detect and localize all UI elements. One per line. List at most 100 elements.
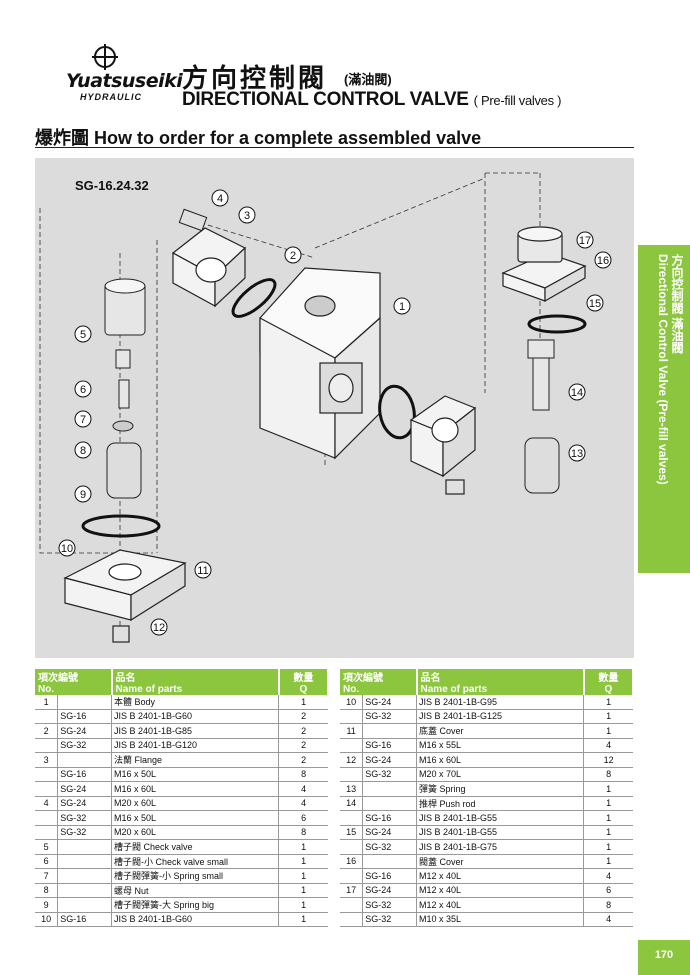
cell-q: 4	[278, 781, 328, 797]
cell-q: 1	[583, 854, 633, 869]
cell-name: M16 x 60L	[416, 752, 584, 768]
title-chinese-sub: (滿油閥)	[344, 72, 392, 87]
callout-13: 13	[568, 444, 586, 462]
callout-16: 16	[594, 251, 612, 269]
cell-model	[57, 897, 112, 913]
cell-name: M20 x 70L	[416, 767, 584, 782]
callout-15: 15	[586, 294, 604, 312]
cell-model	[57, 854, 112, 869]
cell-name: JIS B 2401-1B-G75	[416, 839, 584, 855]
cell-model: SG-16	[362, 738, 417, 753]
cell-name: M20 x 60L	[111, 825, 279, 840]
cell-q: 2	[278, 709, 328, 724]
brand-logo-icon	[92, 44, 118, 70]
cell-no: 2	[35, 723, 58, 739]
section-divider	[35, 147, 634, 148]
callout-10: 10	[58, 539, 76, 557]
cell-q: 8	[583, 767, 633, 782]
cell-model	[57, 839, 112, 855]
svg-text:8: 8	[80, 445, 86, 457]
cell-q: 4	[583, 738, 633, 753]
cell-name: 螺母 Nut	[111, 883, 279, 898]
diagram-model-label: SG-16.24.32	[75, 178, 149, 193]
svg-text:6: 6	[80, 384, 86, 396]
callout-14: 14	[568, 383, 586, 401]
cell-q: 1	[583, 825, 633, 840]
cell-no: 14	[340, 796, 363, 811]
title-english: DIRECTIONAL CONTROL VALVE ( Pre-fill val…	[182, 89, 561, 111]
callout-9: 9	[74, 485, 92, 503]
cell-model: SG-16	[57, 912, 112, 927]
cell-model: SG-16	[57, 767, 112, 782]
cell-name: 本體 Body	[111, 695, 279, 710]
callout-17: 17	[576, 231, 594, 249]
cell-no	[340, 897, 363, 913]
cell-q: 1	[583, 839, 633, 855]
cell-no	[35, 738, 58, 753]
cell-no	[340, 868, 363, 884]
svg-text:17: 17	[579, 235, 591, 247]
svg-text:2: 2	[290, 250, 296, 262]
callout-2: 2	[284, 246, 302, 264]
cell-no	[35, 767, 58, 782]
cell-no	[35, 709, 58, 724]
cell-q: 1	[583, 723, 633, 739]
cell-name: JIS B 2401-1B-G95	[416, 695, 584, 710]
svg-text:12: 12	[153, 622, 165, 634]
cell-model	[57, 883, 112, 898]
callout-1: 1	[393, 297, 411, 315]
cell-no: 11	[340, 723, 363, 739]
cell-model	[57, 695, 112, 710]
callout-12: 12	[150, 618, 168, 636]
cell-no: 6	[35, 854, 58, 869]
cell-q: 1	[278, 912, 328, 927]
cell-model: SG-32	[362, 839, 417, 855]
cell-name: JIS B 2401-1B-G60	[111, 709, 279, 724]
page-header: Yuatsuseiki HYDRAULIC 方向控制閥 (滿油閥) DIRECT…	[0, 0, 690, 120]
cell-q: 8	[583, 897, 633, 913]
cell-no: 4	[35, 796, 58, 811]
side-category-zh: 方向控制閥 滿油閥	[670, 254, 684, 354]
diagram-drawing: 1 2 3 4 5 6 7 8 9 10 11 12 13 14 15 16 1…	[39, 172, 612, 643]
cell-model: SG-32	[362, 897, 417, 913]
cell-no: 12	[340, 752, 363, 768]
cell-name: JIS B 2401-1B-G55	[416, 825, 584, 840]
cell-no	[340, 738, 363, 753]
cell-q: 4	[583, 912, 633, 927]
cell-q: 2	[278, 723, 328, 739]
cell-model: SG-16	[57, 709, 112, 724]
section-title: 爆炸圖 How to order for a complete assemble…	[35, 124, 481, 150]
cell-no	[35, 825, 58, 840]
section-title-en: How to order for a complete assembled va…	[94, 128, 482, 148]
cell-q: 1	[583, 810, 633, 826]
cell-model: SG-16	[362, 810, 417, 826]
cell-q: 2	[278, 752, 328, 768]
title-english-main: DIRECTIONAL CONTROL VALVE	[182, 89, 469, 110]
side-category-tab	[638, 245, 690, 573]
cell-no: 13	[340, 781, 363, 797]
cell-q: 2	[278, 738, 328, 753]
cell-model: SG-24	[362, 883, 417, 898]
cell-model	[362, 854, 417, 869]
cell-model	[57, 868, 112, 884]
cell-name: 推桿 Push rod	[416, 796, 584, 811]
side-category-en: Directional Control Valve (Pre-fill valv…	[656, 254, 670, 485]
svg-text:1: 1	[399, 301, 405, 313]
cell-name: 法蘭 Flange	[111, 752, 279, 768]
